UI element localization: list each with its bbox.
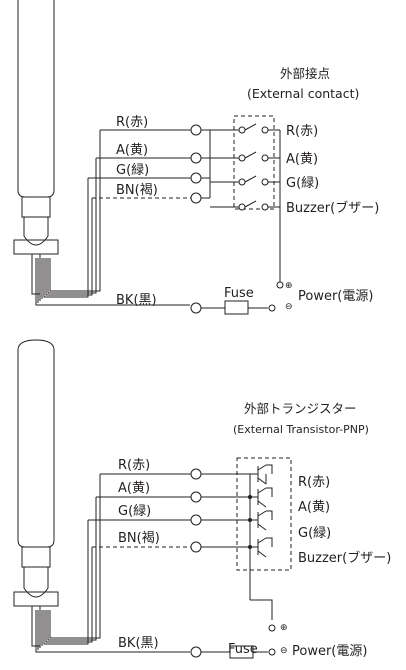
- terminal-minus-bottom: [268, 648, 276, 656]
- transistor-box: [236, 457, 292, 571]
- minus-icon-bottom: ⊖: [280, 646, 288, 656]
- cable-bundle-bottom: [35, 474, 190, 653]
- lamp-amber-top: [190, 152, 202, 164]
- title-en-bottom: (External Transistor-PNP): [233, 423, 369, 436]
- lamp-red-top: [190, 124, 202, 136]
- switches-top: [210, 123, 280, 211]
- lamp-green-top: [190, 172, 202, 184]
- plus-icon-bottom: ⊕: [280, 623, 288, 633]
- lamp-amber-bottom: [190, 491, 202, 503]
- output-label-g-top: G(緑): [286, 176, 319, 191]
- fuse-label-bottom: Fuse: [228, 642, 258, 657]
- wire-label-g-top: G(緑): [116, 163, 149, 178]
- output-label-a-top: A(黄): [286, 152, 318, 167]
- transistors: [201, 464, 273, 558]
- plus-icon-top: ⊕: [285, 281, 293, 291]
- power-label-bottom: Power(電源): [292, 644, 367, 659]
- lamp-common-top: [190, 302, 202, 314]
- lamp-buzzer-bottom: [190, 541, 202, 553]
- contacts-box: [233, 115, 275, 210]
- lamp-common-bottom: [190, 646, 202, 658]
- output-label-buzzer-top: Buzzer(ブザー): [286, 200, 379, 216]
- wire-label-r-top: R(赤): [116, 115, 148, 130]
- terminal-plus-bottom: [268, 624, 276, 632]
- wire-label-bk-top: BK(黒): [116, 293, 157, 308]
- diagram-external-contact: 外部接点 (External contact) R(赤) A(黄) G(緑) B…: [13, 0, 379, 315]
- title-jp-bottom: 外部トランジスター: [244, 401, 357, 416]
- signal-tower-bottom: [13, 339, 59, 647]
- title-en-top: (External contact): [247, 86, 359, 101]
- minus-icon-top: ⊖: [285, 302, 293, 312]
- fuse-top: [224, 300, 249, 315]
- wire-label-g-bottom: G(緑): [118, 504, 151, 519]
- output-label-r-top: R(赤): [286, 124, 318, 139]
- wire-brown-bottom: [91, 546, 191, 637]
- wire-label-bn-bottom: BN(褐): [118, 531, 160, 546]
- signal-tower-top: [13, 0, 59, 295]
- lamp-green-bottom: [190, 514, 202, 526]
- cable-bundle-top: [35, 130, 190, 306]
- title-jp-top: 外部接点: [280, 66, 330, 81]
- power-label-top: Power(電源): [298, 289, 373, 304]
- wire-label-r-bottom: R(赤): [118, 458, 150, 473]
- output-label-a-bottom: A(黄): [298, 500, 330, 515]
- lamp-red-bottom: [190, 468, 202, 480]
- wire-label-a-top: A(黄): [116, 143, 148, 158]
- fuse-label-top: Fuse: [224, 286, 254, 301]
- wire-label-bn-top: BN(褐): [116, 183, 158, 198]
- wire-brown-top: [91, 197, 191, 290]
- diagram-external-transistor: 外部トランジスター (External Transistor-PNP) R(赤)…: [13, 339, 391, 659]
- output-label-g-bottom: G(緑): [298, 526, 331, 541]
- output-label-r-bottom: R(赤): [298, 475, 330, 490]
- terminal-plus-top: [276, 281, 284, 289]
- output-label-buzzer-bottom: Buzzer(ブザー): [298, 550, 391, 566]
- lamp-buzzer-top: [190, 192, 202, 204]
- wire-label-a-bottom: A(黄): [118, 481, 150, 496]
- wire-label-bk-bottom: BK(黒): [118, 636, 159, 651]
- terminal-minus-top: [268, 304, 276, 312]
